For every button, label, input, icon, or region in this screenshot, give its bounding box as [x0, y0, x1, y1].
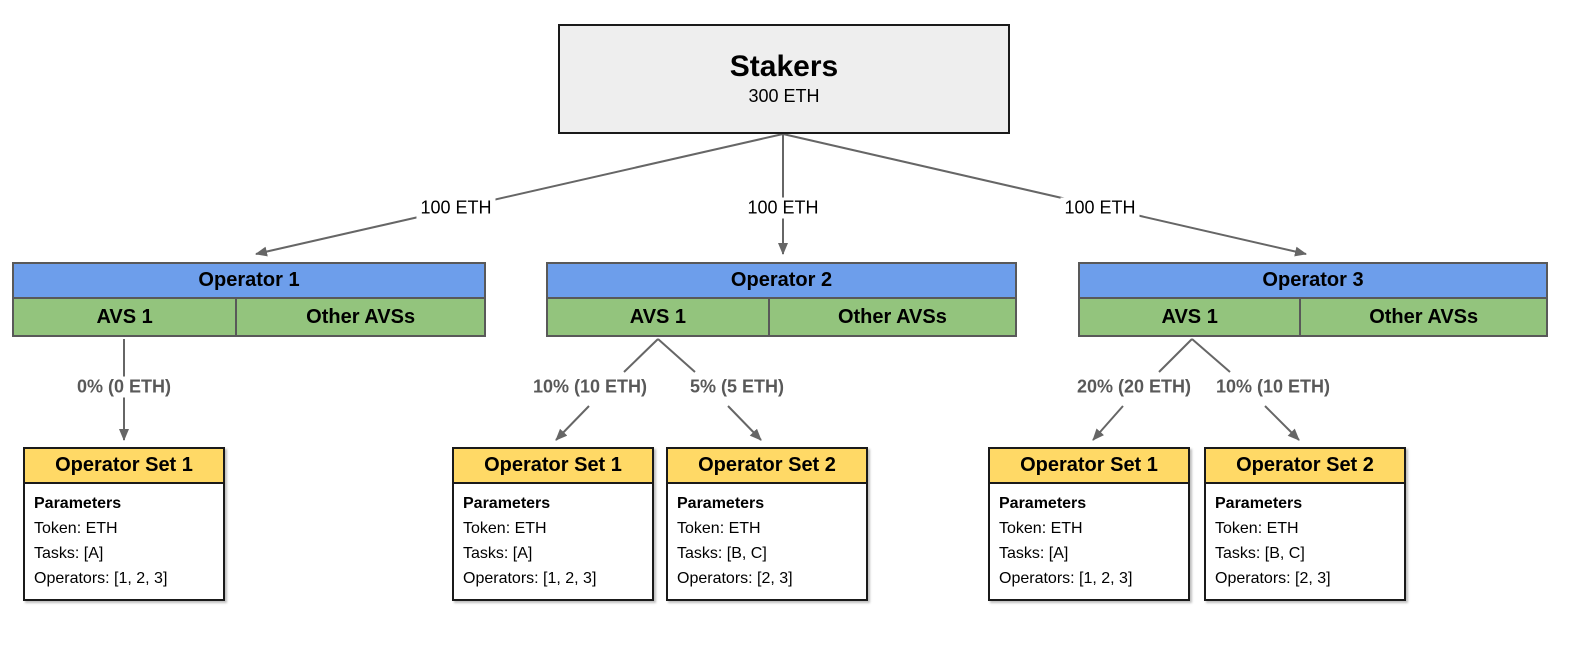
- operator-1-title: Operator 1: [14, 264, 484, 299]
- op2-operator-set-1-title: Operator Set 1: [454, 449, 652, 484]
- op1-operator-set-1-node: Operator Set 1 Parameters Token: ETH Tas…: [23, 447, 225, 601]
- operator-3-node: Operator 3 AVS 1 Other AVSs: [1078, 262, 1548, 337]
- op1-operator-set-1-title: Operator Set 1: [25, 449, 223, 484]
- parameters-heading: Parameters: [34, 495, 122, 512]
- op2-operator-set-2-title: Operator Set 2: [668, 449, 866, 484]
- parameter-token: Token: ETH: [677, 520, 761, 537]
- op3-operator-set-2-node: Operator Set 2 Parameters Token: ETH Tas…: [1204, 447, 1406, 601]
- parameters-heading: Parameters: [463, 495, 551, 512]
- allocation-label-op3-set1: 20% (20 ETH): [1072, 376, 1196, 398]
- operator-2-other-avss-cell: Other AVSs: [769, 299, 1015, 335]
- op2-operator-set-1-node: Operator Set 1 Parameters Token: ETH Tas…: [452, 447, 654, 601]
- op3-operator-set-1-node: Operator Set 1 Parameters Token: ETH Tas…: [988, 447, 1190, 601]
- parameter-tasks: Tasks: [A]: [34, 545, 104, 562]
- parameter-tasks: Tasks: [B, C]: [677, 545, 767, 562]
- operator-3-title: Operator 3: [1080, 264, 1546, 299]
- stakers-node: Stakers 300 ETH: [558, 24, 1010, 134]
- operator-2-node: Operator 2 AVS 1 Other AVSs: [546, 262, 1017, 337]
- operator-3-avs-1-cell: AVS 1: [1080, 299, 1302, 335]
- delegation-label-operator-2: 100 ETH: [743, 197, 823, 219]
- op1-operator-set-1-parameters: Parameters Token: ETH Tasks: [A] Operato…: [25, 484, 223, 599]
- parameter-operators: Operators: [2, 3]: [677, 570, 793, 587]
- parameter-tasks: Tasks: [A]: [999, 545, 1069, 562]
- parameter-operators: Operators: [1, 2, 3]: [34, 570, 168, 587]
- operator-2-avs-1-cell: AVS 1: [548, 299, 770, 335]
- op2-operator-set-1-parameters: Parameters Token: ETH Tasks: [A] Operato…: [454, 484, 652, 599]
- operator-1-other-avss-cell: Other AVSs: [237, 299, 484, 335]
- parameter-token: Token: ETH: [463, 520, 547, 537]
- op3-operator-set-2-title: Operator Set 2: [1206, 449, 1404, 484]
- parameters-heading: Parameters: [999, 495, 1087, 512]
- operator-2-avs-row: AVS 1 Other AVSs: [548, 299, 1015, 335]
- operator-1-avs-1-cell: AVS 1: [14, 299, 238, 335]
- allocation-label-op3-set2: 10% (10 ETH): [1211, 376, 1335, 398]
- parameter-tasks: Tasks: [A]: [463, 545, 533, 562]
- delegation-label-operator-1: 100 ETH: [416, 197, 496, 219]
- operator-2-title: Operator 2: [548, 264, 1015, 299]
- parameter-token: Token: ETH: [999, 520, 1083, 537]
- allocation-label-op2-set1: 10% (10 ETH): [528, 376, 652, 398]
- parameter-tasks: Tasks: [B, C]: [1215, 545, 1305, 562]
- parameter-operators: Operators: [1, 2, 3]: [463, 570, 597, 587]
- parameter-operators: Operators: [2, 3]: [1215, 570, 1331, 587]
- op3-operator-set-2-parameters: Parameters Token: ETH Tasks: [B, C] Oper…: [1206, 484, 1404, 599]
- parameter-token: Token: ETH: [34, 520, 118, 537]
- op3-operator-set-1-parameters: Parameters Token: ETH Tasks: [A] Operato…: [990, 484, 1188, 599]
- op2-operator-set-2-node: Operator Set 2 Parameters Token: ETH Tas…: [666, 447, 868, 601]
- operator-3-other-avss-cell: Other AVSs: [1301, 299, 1546, 335]
- delegation-label-operator-3: 100 ETH: [1060, 197, 1140, 219]
- allocation-label-op1-set1: 0% (0 ETH): [72, 376, 176, 398]
- parameter-token: Token: ETH: [1215, 520, 1299, 537]
- operator-3-avs-row: AVS 1 Other AVSs: [1080, 299, 1546, 335]
- operator-1-avs-row: AVS 1 Other AVSs: [14, 299, 484, 335]
- op3-operator-set-1-title: Operator Set 1: [990, 449, 1188, 484]
- parameters-heading: Parameters: [677, 495, 765, 512]
- op2-operator-set-2-parameters: Parameters Token: ETH Tasks: [B, C] Oper…: [668, 484, 866, 599]
- parameter-operators: Operators: [1, 2, 3]: [999, 570, 1133, 587]
- operator-1-node: Operator 1 AVS 1 Other AVSs: [12, 262, 486, 337]
- stakers-title: Stakers: [729, 50, 839, 83]
- allocation-label-op2-set2: 5% (5 ETH): [685, 376, 789, 398]
- stakers-amount: 300 ETH: [748, 86, 820, 106]
- parameters-heading: Parameters: [1215, 495, 1303, 512]
